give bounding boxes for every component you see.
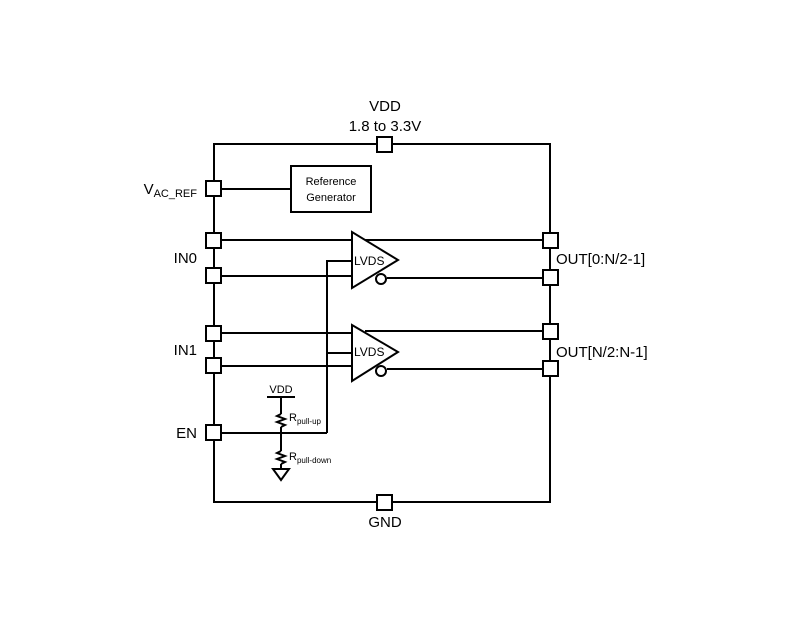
vdd-range-label: 1.8 to 3.3V bbox=[349, 118, 422, 135]
reference-generator-line2: Generator bbox=[306, 192, 356, 204]
pull-down-label: Rpull-down bbox=[289, 451, 331, 465]
in1-p-pin bbox=[205, 325, 222, 342]
chip-outline bbox=[213, 143, 551, 503]
lvds-buffer-1-label: LVDS bbox=[354, 345, 384, 359]
out0-n-pin bbox=[542, 269, 559, 286]
ground-symbol bbox=[271, 468, 291, 482]
reference-generator-line1: Reference bbox=[306, 176, 357, 188]
vdd-label: VDD bbox=[369, 98, 401, 115]
pull-up-label: Rpull-up bbox=[289, 412, 322, 426]
out1-p-pin bbox=[542, 323, 559, 340]
gnd-pin bbox=[376, 494, 393, 511]
vdd-pin bbox=[376, 136, 393, 153]
inverting-output-bubble-1 bbox=[375, 365, 387, 377]
enable-routing bbox=[326, 260, 352, 433]
in0-n-pin bbox=[205, 267, 222, 284]
lvds-buffer-0-label: LVDS bbox=[354, 254, 384, 268]
out1-label: OUT[N/2:N-1] bbox=[556, 344, 648, 361]
pull-up-resistor bbox=[274, 413, 288, 428]
vac-ref-pin bbox=[205, 180, 222, 197]
out1-n-pin bbox=[542, 360, 559, 377]
reference-generator-block bbox=[290, 165, 372, 213]
en-label: EN bbox=[176, 425, 197, 442]
in0-p-pin bbox=[205, 232, 222, 249]
inverting-output-bubble-0 bbox=[375, 273, 387, 285]
in1-label: IN1 bbox=[174, 342, 197, 359]
in0-label: IN0 bbox=[174, 250, 197, 267]
en-pin bbox=[205, 424, 222, 441]
vac-ref-label: VAC_REF bbox=[144, 181, 198, 200]
in1-n-pin bbox=[205, 357, 222, 374]
out0-p-pin bbox=[542, 232, 559, 249]
gnd-label: GND bbox=[368, 514, 402, 531]
bias-vdd-label: VDD bbox=[269, 384, 292, 396]
pull-down-resistor bbox=[274, 450, 288, 465]
out0-label: OUT[0:N/2-1] bbox=[556, 251, 645, 268]
